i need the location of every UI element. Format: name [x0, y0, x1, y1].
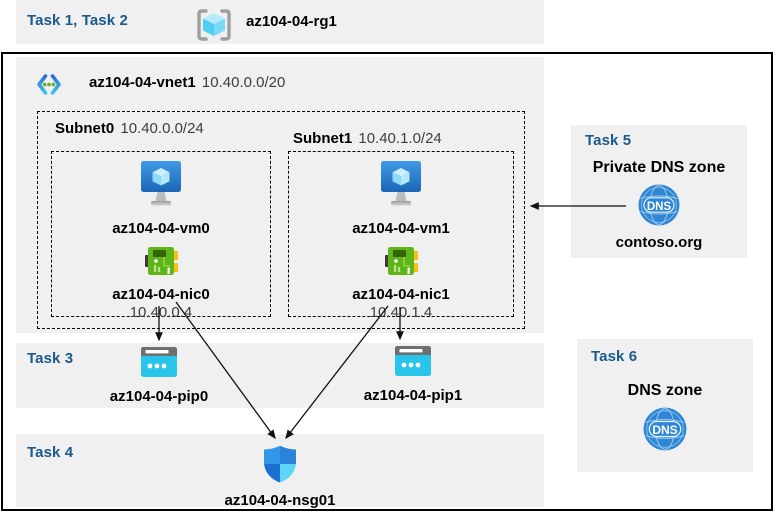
- vnet-region: az104-04-vnet1 10.40.0.0/20 Subnet0 10.4…: [16, 57, 544, 333]
- task-1-2-label: Task 1, Task 2: [27, 12, 128, 29]
- task4-band: Task 4 az104-04-nsg01: [16, 434, 544, 509]
- resource-group-icon: [195, 8, 233, 46]
- dns-zone-title: DNS zone: [627, 382, 703, 399]
- task3-label: Task 3: [27, 350, 74, 367]
- resource-group-name: az104-04-rg1: [246, 13, 337, 30]
- nsg-name: az104-04-nsg01: [224, 492, 336, 509]
- public-ip0-icon: [141, 347, 177, 381]
- vm0-name: az104-04-vm0: [112, 220, 210, 237]
- nic1-icon: [384, 244, 418, 282]
- nsg-group: az104-04-nsg01: [210, 444, 350, 509]
- resource-group-band: Task 1, Task 2 az104-04-rg1: [16, 0, 544, 44]
- subnet0-box: az104-04-vm0 az104-04-nic0 10.40.0.4: [51, 151, 271, 321]
- task5-box: Task 5 Private DNS zone DNS contoso.org: [571, 125, 747, 258]
- dns-zone-icon: DNS: [642, 406, 688, 456]
- pip1-group: az104-04-pip1: [353, 346, 473, 404]
- subnets-boundary: Subnet0 10.40.0.0/24 Subnet1 10.40.1.0/2…: [37, 111, 525, 329]
- subnet1-name: Subnet1: [293, 130, 353, 147]
- subnet0-name: Subnet0: [55, 120, 115, 137]
- nic0-ip: 10.40.0.4: [129, 304, 193, 321]
- task5-label: Task 5: [585, 132, 632, 149]
- vm1-name: az104-04-vm1: [352, 220, 450, 237]
- vm1-icon: [378, 160, 424, 212]
- dns-icon-text: DNS: [647, 201, 672, 213]
- nic0-icon: [144, 244, 178, 282]
- task5-content: Private DNS zone DNS contoso.org: [571, 159, 747, 251]
- pip1-name: az104-04-pip1: [363, 387, 463, 404]
- private-dns-zone-name: contoso.org: [615, 234, 703, 251]
- task6-label: Task 6: [591, 348, 638, 365]
- subnet1-cidr: 10.40.1.0/24: [358, 130, 442, 147]
- pip0-group: az104-04-pip0: [99, 347, 219, 405]
- vm0-icon: [138, 160, 184, 212]
- nic1-name: az104-04-nic1: [352, 286, 450, 303]
- task4-label: Task 4: [27, 444, 74, 461]
- subnet1-title: Subnet1 10.40.1.0/24: [293, 130, 442, 147]
- nic0-name: az104-04-nic0: [112, 286, 210, 303]
- subnet1-box: az104-04-vm1 az104-04-nic1 10.40.1.4: [288, 151, 514, 321]
- nic1-ip: 10.40.1.4: [369, 304, 433, 321]
- dns-icon-text: DNS: [652, 423, 677, 437]
- pip0-name: az104-04-pip0: [109, 388, 209, 405]
- subnet0-cidr: 10.40.0.0/24: [120, 120, 204, 137]
- vnet-title: az104-04-vnet1 10.40.0.0/20: [89, 74, 285, 91]
- vnet-cidr: 10.40.0.0/20: [201, 74, 286, 91]
- task3-band: Task 3 az104-04-pip0 az10: [16, 343, 544, 408]
- resource-group-boundary: [1, 52, 773, 511]
- virtual-network-icon: [36, 71, 62, 102]
- subnet0-title: Subnet0 10.40.0.0/24: [55, 120, 204, 137]
- private-dns-zone-title: Private DNS zone: [592, 159, 726, 176]
- vnet-name: az104-04-vnet1: [89, 74, 196, 91]
- nsg-icon: [260, 444, 300, 488]
- private-dns-zone-icon: DNS: [637, 183, 681, 231]
- task6-box: Task 6 DNS zone DNS: [577, 339, 753, 472]
- task6-content: DNS zone DNS: [577, 382, 753, 456]
- public-ip1-icon: [395, 346, 431, 380]
